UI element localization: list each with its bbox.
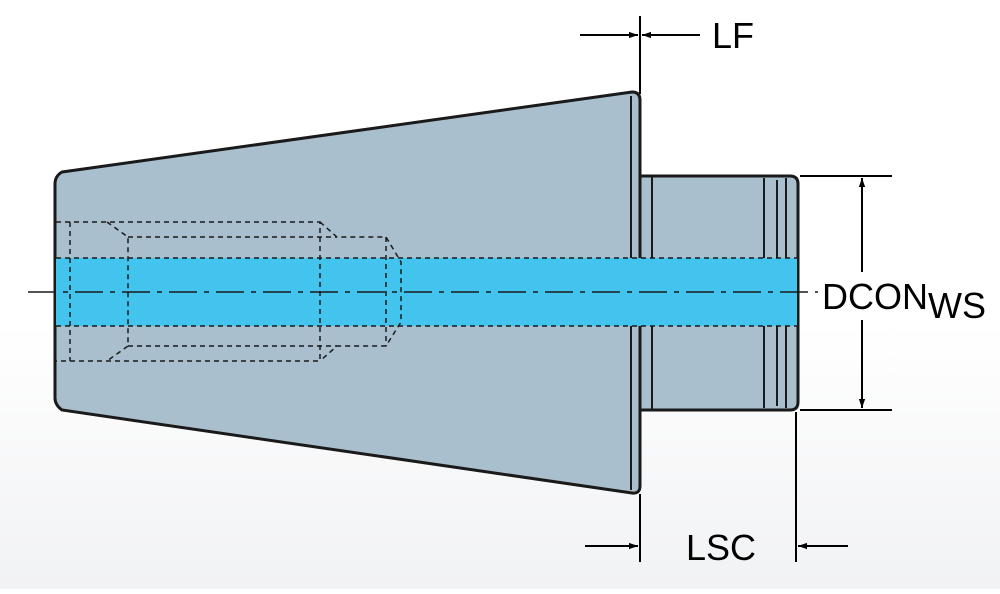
lsc-label: LSC [686, 527, 756, 568]
lf-label: LF [712, 15, 754, 56]
dcon-label-subscript: WS [928, 285, 986, 326]
dcon-label: DCONWS [822, 276, 986, 326]
dcon-label-main: DCON [822, 276, 928, 317]
